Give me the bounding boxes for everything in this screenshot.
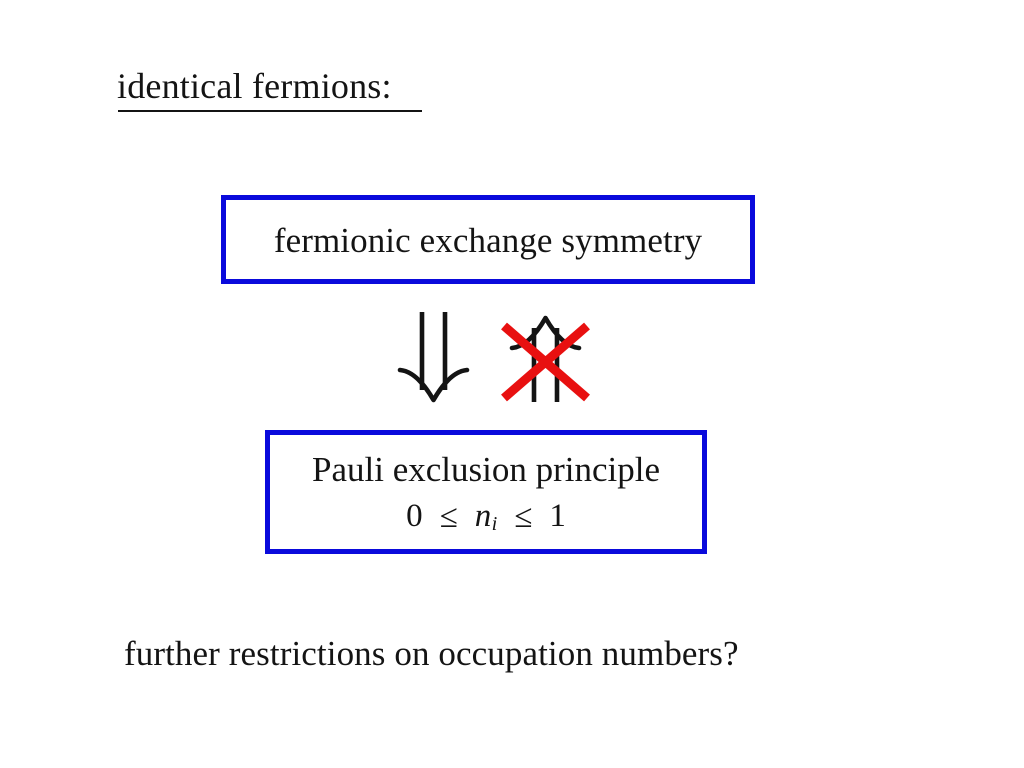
formula-variable-subscript: i xyxy=(491,513,498,536)
formula-lower-bound: 0 xyxy=(406,497,423,534)
page-title: identical fermions: xyxy=(117,66,392,106)
double-down-arrow-icon xyxy=(397,312,470,403)
concept-box-fermionic-exchange-symmetry: fermionic exchange symmetry xyxy=(221,195,755,284)
concept-box-pauli-exclusion-principle: Pauli exclusion principle 0 ≤ ni ≤ 1 xyxy=(265,430,707,554)
formula-variable: ni xyxy=(474,497,498,536)
concept-box-pauli-label: Pauli exclusion principle xyxy=(312,449,660,489)
page-title-underline xyxy=(118,110,422,112)
pauli-inequality-formula: 0 ≤ ni ≤ 1 xyxy=(406,497,566,536)
formula-upper-bound: 1 xyxy=(549,497,566,534)
concept-box-symmetry-label: fermionic exchange symmetry xyxy=(273,221,703,260)
footer-question-text: further restrictions on occupation numbe… xyxy=(124,634,739,673)
formula-left-relation: ≤ xyxy=(439,498,458,535)
formula-variable-letter: n xyxy=(474,497,492,534)
formula-right-relation: ≤ xyxy=(514,498,533,535)
arrow-zone xyxy=(395,308,605,408)
double-up-arrow-crossed-out-icon xyxy=(501,315,590,402)
